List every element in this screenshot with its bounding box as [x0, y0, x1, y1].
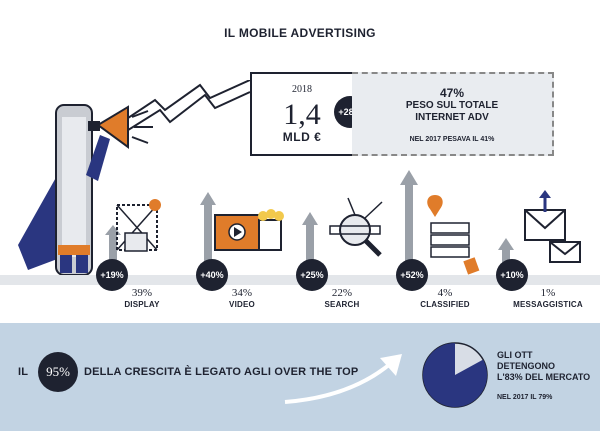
ott-note: NEL 2017 IL 79%: [497, 394, 553, 401]
bottom-prefix: IL: [18, 366, 29, 378]
share-box: 47% PESO SUL TOTALE INTERNET ADV NEL 201…: [352, 72, 554, 156]
ott-share-pie: [422, 342, 488, 408]
category-pct-classified: 4%: [437, 287, 453, 299]
bottom-pct-circle: [38, 352, 78, 392]
magnifier-icon: [302, 197, 383, 275]
category-name-messaggistica: MESSAGGISTICA: [513, 300, 583, 309]
hero-unit: MLD €: [282, 130, 322, 144]
ott-line1: GLI OTT: [497, 350, 533, 360]
share-pct: 47%: [439, 86, 465, 100]
video-popcorn-icon: [200, 192, 284, 275]
hero-value: 1,4: [283, 98, 321, 131]
growth-badge-display: +19%: [96, 259, 128, 291]
category-pct-search: 22%: [331, 287, 353, 299]
growth-arrow-icon: [284, 354, 402, 404]
growth-badge-messaggistica: +10%: [496, 259, 528, 291]
bottom-pct: 95%: [46, 364, 70, 379]
growth-badge-classified: +52%: [396, 259, 428, 291]
page-title: IL MOBILE ADVERTISING: [224, 26, 376, 40]
ott-text: GLI OTT DETENGONO L'83% DEL MERCATO: [497, 350, 590, 383]
share-note: NEL 2017 PESAVA IL 41%: [409, 136, 495, 143]
share-line1: PESO SUL TOTALE: [405, 100, 499, 111]
category-pct-display: 39%: [131, 287, 153, 299]
bottom-text: DELLA CRESCITA È LEGATO AGLI OVER THE TO…: [84, 366, 359, 378]
category-pct-video: 34%: [231, 287, 253, 299]
lightning-connector: [124, 80, 251, 133]
growth-badge-search: +25%: [296, 259, 328, 291]
form-pin-icon: [400, 170, 480, 275]
category-name-video: VIDEO: [229, 300, 255, 309]
category-name-classified: CLASSIFIED: [420, 300, 470, 309]
ott-line2: DETENGONO: [497, 361, 556, 371]
category-name-display: DISPLAY: [124, 300, 160, 309]
hero-year: 2018: [292, 84, 312, 95]
ott-line3: L'83% DEL MERCATO: [497, 372, 591, 382]
superhero-phone-icon: [18, 104, 153, 276]
growth-badge-video: +40%: [196, 259, 228, 291]
category-name-search: SEARCH: [324, 300, 360, 309]
display-image-icon: [105, 199, 161, 275]
category-pct-messaggistica: 1%: [540, 287, 556, 299]
ott-pie-slice: [423, 343, 487, 407]
bottom-band: [0, 323, 600, 431]
share-line2: INTERNET ADV: [415, 112, 489, 123]
